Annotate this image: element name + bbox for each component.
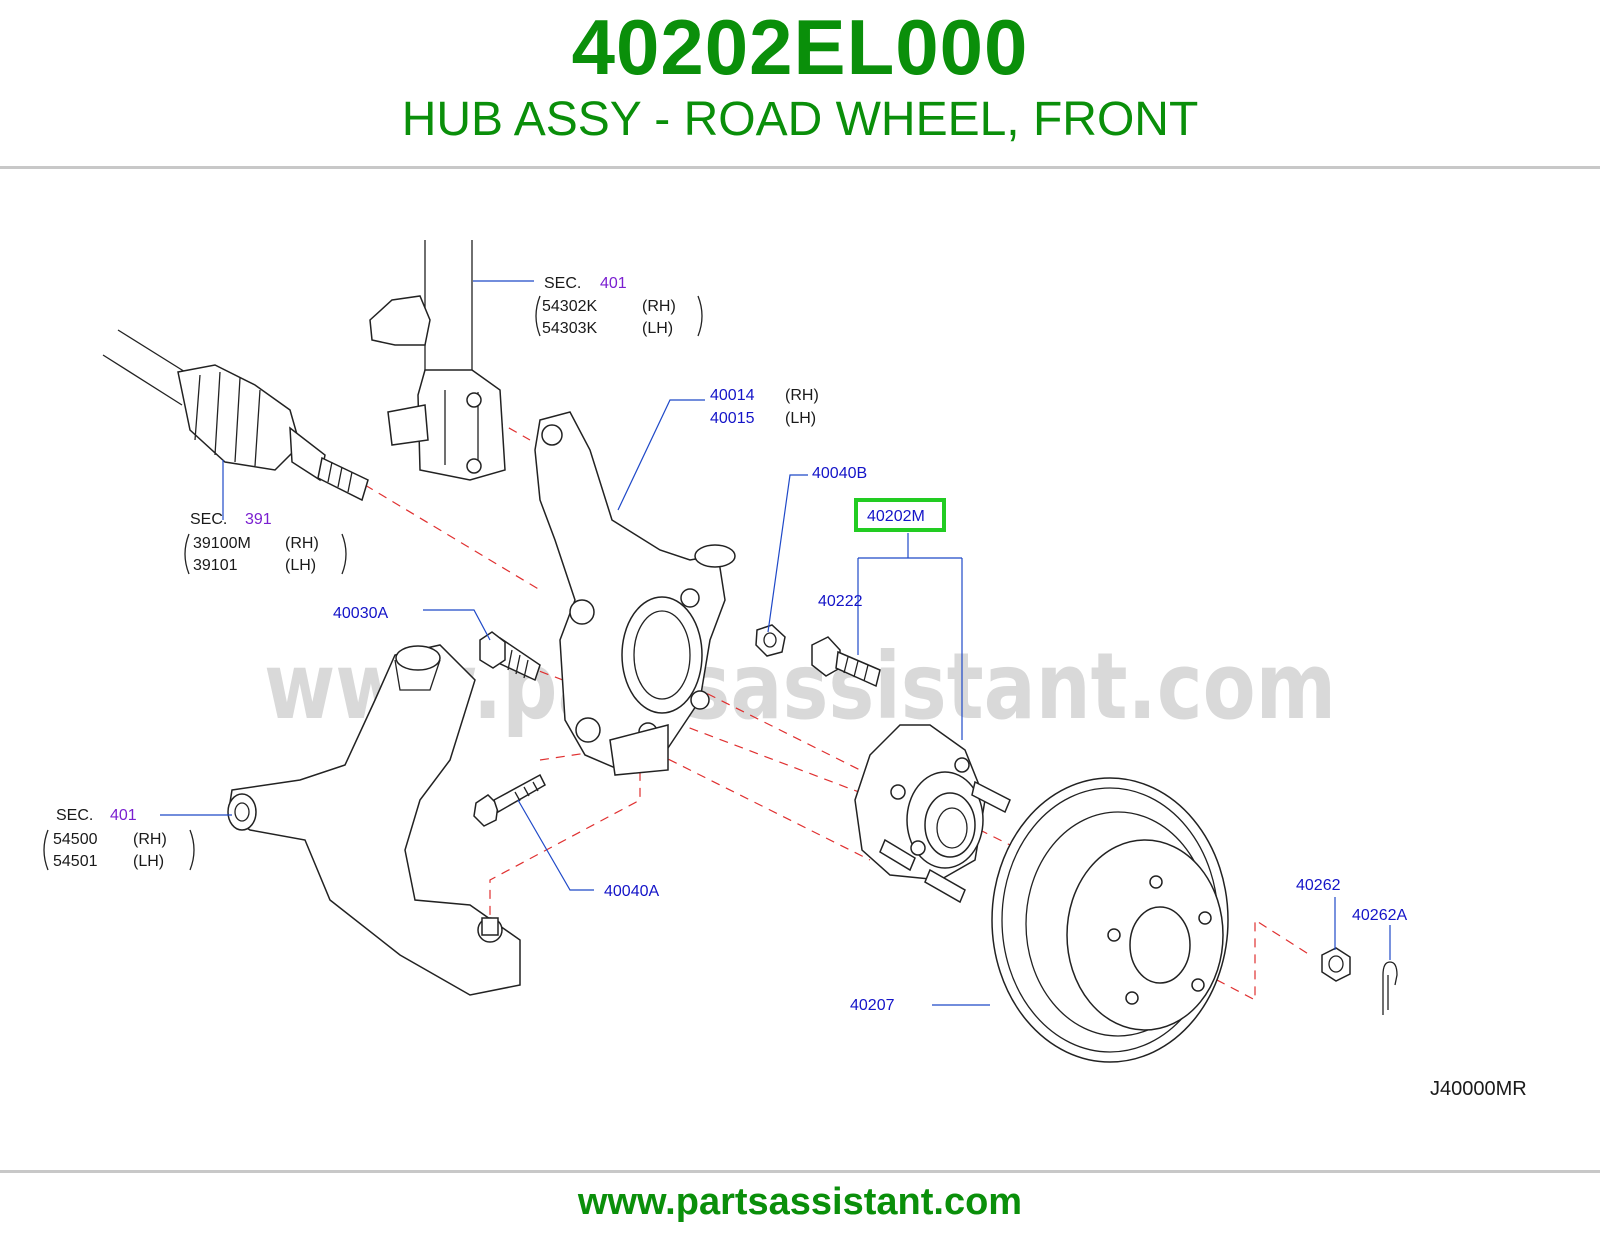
callout-40222: 40222 (818, 593, 863, 610)
brake-rotor (991, 777, 1229, 1063)
bolt-40040A (473, 773, 546, 827)
side-label: (RH) (785, 387, 819, 404)
callout-strut: SEC. 401 54302K (RH) 54303K (LH) (535, 275, 703, 337)
lower-control-arm (227, 644, 521, 996)
header-divider (0, 166, 1600, 169)
sec-number: 401 (600, 275, 627, 292)
part-number: 54302K (542, 298, 597, 315)
leader-lines (160, 280, 1391, 1006)
callout-40030A: 40030A (333, 605, 388, 622)
hub-assembly (854, 724, 1011, 904)
side-label: (RH) (285, 535, 319, 552)
sec-label: SEC. (190, 511, 227, 528)
nut-40262 (1321, 947, 1351, 982)
side-label: (LH) (133, 853, 164, 870)
callout-40202M: 40202M (867, 508, 925, 525)
side-label: (LH) (785, 410, 816, 427)
callout-40040A: 40040A (604, 883, 659, 900)
nut-40040B (755, 624, 786, 657)
callout-40040B: 40040B (812, 465, 867, 482)
side-label: (LH) (642, 320, 673, 337)
cotter-pin-40262A (1382, 961, 1398, 1015)
drive-shaft (102, 329, 369, 502)
sec-number: 391 (245, 511, 272, 528)
part-number: 54303K (542, 320, 597, 337)
page-subtitle: HUB ASSY - ROAD WHEEL, FRONT (401, 93, 1199, 146)
highlight-box (854, 498, 946, 532)
bolt-40030A (479, 631, 541, 682)
callout-40262A: 40262A (1352, 907, 1407, 924)
footer-url[interactable]: www.partsassistant.com (577, 1181, 1023, 1223)
side-label: (RH) (642, 298, 676, 315)
part-number: 54501 (53, 853, 98, 870)
strut-assembly (369, 240, 506, 481)
sec-label: SEC. (544, 275, 581, 292)
sec-label: SEC. (56, 807, 93, 824)
part-number: 40015 (710, 410, 755, 427)
exploded-parts-diagram: www.partsassistant.com (43, 240, 1527, 1100)
page-title: 40202EL000 (571, 3, 1029, 91)
hub-bolt-40222 (811, 636, 881, 688)
diagram-code: J40000MR (1430, 1078, 1527, 1100)
callout-40262: 40262 (1296, 877, 1341, 894)
sec-number: 401 (110, 807, 137, 824)
callout-40207: 40207 (850, 997, 895, 1014)
callout-lower-arm: SEC. 401 54500 (RH) 54501 (LH) (43, 807, 195, 871)
footer-divider (0, 1170, 1600, 1173)
part-number: 39100M (193, 535, 251, 552)
side-label: (RH) (133, 831, 167, 848)
part-number: 39101 (193, 557, 238, 574)
side-label: (LH) (285, 557, 316, 574)
part-number: 40014 (710, 387, 755, 404)
callout-driveshaft: SEC. 391 39100M (RH) 39101 (LH) (184, 511, 347, 575)
steering-knuckle (534, 411, 736, 776)
part-number: 54500 (53, 831, 98, 848)
callout-knuckle: 40014 (RH) 40015 (LH) (710, 387, 819, 427)
